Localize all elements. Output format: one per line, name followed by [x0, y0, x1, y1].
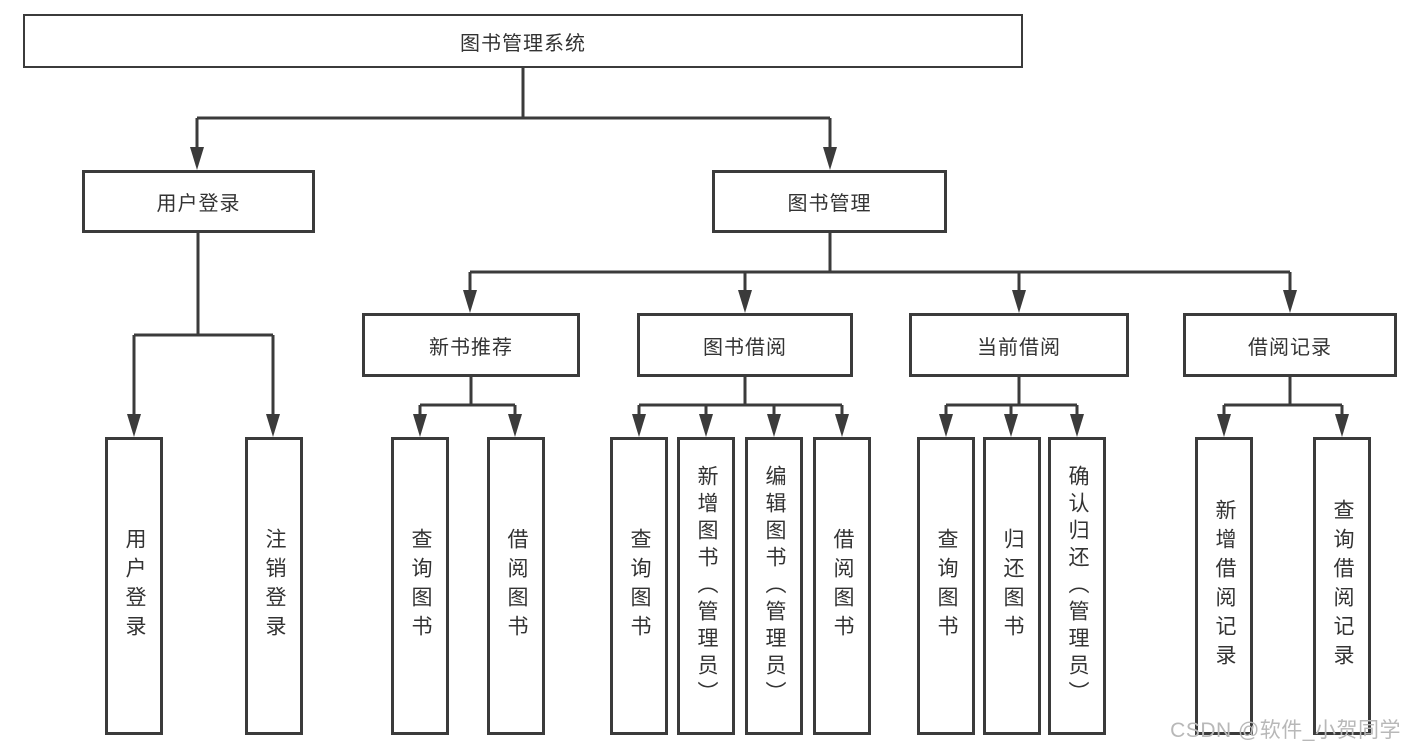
leaf-records-add-borrow-record: 新增借阅记录: [1195, 437, 1253, 735]
leaf-records-query-borrow-record: 查询借阅记录: [1313, 437, 1371, 735]
node-book-management: 图书管理: [712, 170, 947, 233]
leaf-borrowing-query-books: 查询图书: [610, 437, 668, 735]
leaf-current-query-books: 查询图书: [917, 437, 975, 735]
leaf-user-login: 用户登录: [105, 437, 163, 735]
leaf-borrowing-add-books-admin: 新增图书（管理员）: [677, 437, 735, 735]
node-new-book-recommend: 新书推荐: [362, 313, 580, 377]
leaf-current-confirm-return-admin: 确认归还（管理员）: [1048, 437, 1106, 735]
leaf-borrowing-edit-books-admin: 编辑图书（管理员）: [745, 437, 803, 735]
leaf-recommend-query-books: 查询图书: [391, 437, 449, 735]
leaf-logout: 注销登录: [245, 437, 303, 735]
node-library-management-system: 图书管理系统: [23, 14, 1023, 68]
csdn-watermark: CSDN @软件_小贺同学: [1170, 719, 1401, 742]
node-book-borrowing: 图书借阅: [637, 313, 853, 377]
leaf-borrowing-borrow-books: 借阅图书: [813, 437, 871, 735]
node-user-login: 用户登录: [82, 170, 315, 233]
node-current-borrowing: 当前借阅: [909, 313, 1129, 377]
leaf-current-return-books: 归还图书: [983, 437, 1041, 735]
leaf-recommend-borrow-books: 借阅图书: [487, 437, 545, 735]
node-borrowing-records: 借阅记录: [1183, 313, 1397, 377]
